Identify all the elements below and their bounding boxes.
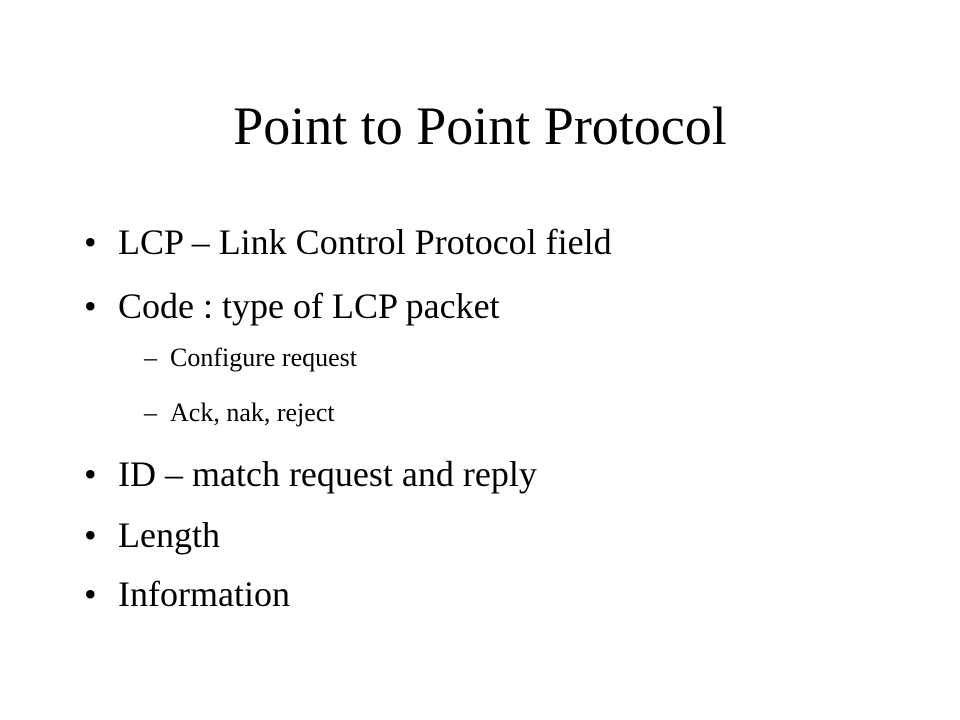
bullet-text: Length (118, 515, 220, 555)
bullet-text: Code : type of LCP packet (118, 286, 500, 326)
bullet-text: ID – match request and reply (118, 454, 537, 494)
bullet-marker: • (84, 515, 97, 555)
sub-bullet-item: – Ack, nak, reject (144, 396, 844, 430)
bullet-item: • Length (84, 513, 884, 557)
bullet-text: Information (118, 574, 290, 614)
bullet-marker: • (84, 574, 97, 614)
sub-bullet-item: – Configure request (144, 341, 844, 375)
bullet-item: • LCP – Link Control Protocol field (84, 220, 884, 264)
sub-bullet-text: Configure request (170, 343, 358, 372)
bullet-marker: • (84, 222, 97, 262)
bullet-text: LCP – Link Control Protocol field (118, 222, 612, 262)
bullet-marker: • (84, 454, 97, 494)
bullet-item: • Information (84, 572, 884, 616)
bullet-item: • ID – match request and reply (84, 452, 884, 496)
slide-title: Point to Point Protocol (233, 96, 727, 156)
sub-bullet-marker: – (144, 343, 157, 372)
bullet-marker: • (84, 286, 97, 326)
sub-bullet-text: Ack, nak, reject (170, 398, 335, 427)
bullet-item: • Code : type of LCP packet (84, 284, 884, 328)
sub-bullet-marker: – (144, 398, 157, 427)
